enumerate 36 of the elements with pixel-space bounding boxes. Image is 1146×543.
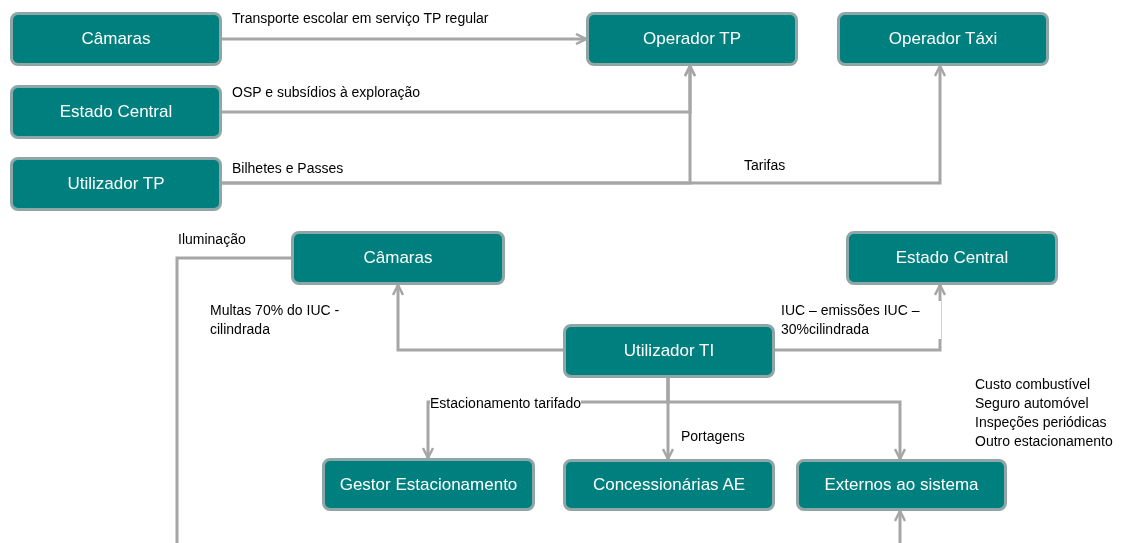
process-box <box>10 157 222 211</box>
process-box <box>563 324 775 378</box>
process-box <box>586 12 798 66</box>
process-box <box>322 458 535 511</box>
process-box <box>837 12 1049 66</box>
edge-label: OSP e subsídios à exploração <box>232 83 421 102</box>
process-box <box>796 459 1007 511</box>
box-label: Operador Táxi <box>888 28 998 50</box>
arrow <box>775 283 947 352</box>
box-label: Utilizador TI <box>623 340 715 362</box>
process-box <box>10 12 222 66</box>
arrow <box>222 32 588 46</box>
cost-note: Outro estacionamento <box>975 432 1113 451</box>
box-label: Concessionárias AE <box>592 474 746 496</box>
process-box <box>291 231 505 285</box>
arrow <box>893 509 907 543</box>
box-label: Câmaras <box>363 247 433 269</box>
box-label: Utilizador TP <box>67 173 165 195</box>
edge-label: IUC – emissões IUC – 30%cilindrada <box>781 301 941 339</box>
arrow <box>391 283 563 352</box>
box-label: Gestor Estacionamento <box>339 473 518 496</box>
process-box <box>563 459 775 511</box>
cost-note: Custo combustível <box>975 375 1092 394</box>
box-label: Operador TP <box>643 28 741 50</box>
box-label: Estado Central <box>59 101 173 123</box>
arrow <box>666 378 907 461</box>
edge-label: Transporte escolar em serviço TP regular <box>232 9 489 28</box>
cost-note: Seguro automóvel <box>975 394 1090 413</box>
process-box <box>10 85 222 139</box>
cost-note: Inspeções periódicas <box>975 413 1108 432</box>
box-label: Externos ao sistema <box>824 474 979 496</box>
box-label: Câmaras <box>81 28 151 50</box>
box-label: Estado Central <box>895 247 1009 269</box>
process-box <box>846 231 1058 285</box>
edge-label: Iluminação <box>178 230 246 249</box>
arrow <box>222 64 947 185</box>
